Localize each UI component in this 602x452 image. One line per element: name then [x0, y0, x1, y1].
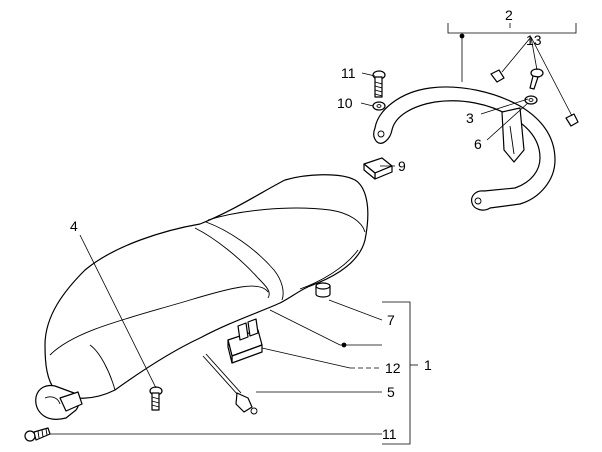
- grab-rail: [373, 86, 556, 211]
- screw-4: [149, 386, 163, 411]
- clip-nut-9: [363, 157, 393, 180]
- washer-3: [524, 95, 538, 105]
- seat: [44, 174, 369, 399]
- callout-9: 9: [398, 158, 406, 174]
- leader-lines: [50, 36, 573, 435]
- cable-tie-5: [202, 353, 258, 415]
- seat-latch: [35, 384, 83, 420]
- screw-13-left: [490, 69, 505, 83]
- callout-3: 3: [466, 110, 474, 126]
- callout-11-top: 11: [341, 65, 356, 81]
- callout-10: 10: [337, 95, 353, 111]
- screw-13-middle: [529, 68, 544, 90]
- callout-13: 13: [526, 32, 542, 48]
- bracket-group-2: [447, 23, 577, 82]
- callout-1: 1: [424, 357, 432, 373]
- callout-7: 7: [387, 312, 395, 328]
- bracket-group-1: [382, 301, 418, 445]
- callout-11-bottom: 11: [382, 426, 397, 442]
- screw-11-bottom: [24, 427, 51, 442]
- callout-2: 2: [505, 7, 513, 23]
- rubber-buffer-7: [315, 282, 331, 298]
- callout-4: 4: [70, 218, 78, 234]
- callout-5: 5: [387, 384, 395, 400]
- bolt-11-top: [372, 70, 386, 98]
- washer-10: [372, 101, 386, 111]
- callout-6: 6: [474, 136, 482, 152]
- hinge-bracket-12: [227, 318, 263, 364]
- callout-12: 12: [385, 360, 401, 376]
